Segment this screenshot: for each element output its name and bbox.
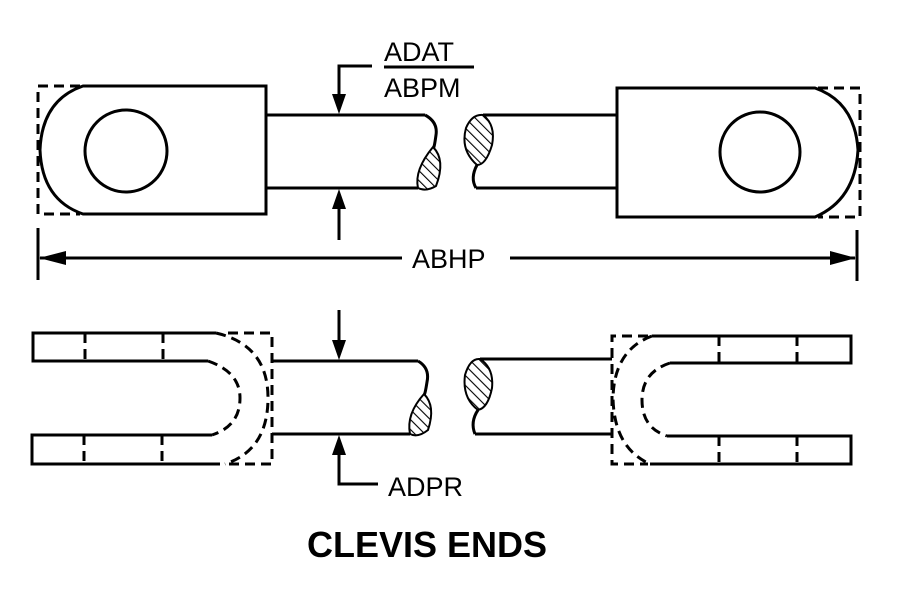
left-eye-phantom-corner: [36, 84, 80, 216]
left-clevis: [30, 331, 274, 466]
rod-break-curve: [417, 359, 430, 397]
rod-break-hatch: [416, 145, 442, 191]
leader-line: [337, 64, 372, 98]
right-rod-top: [463, 113, 617, 190]
label-adat: ADAT: [384, 37, 454, 67]
right-clevis-phantom-box: [610, 334, 648, 466]
left-eye-end: [36, 84, 268, 216]
rod-break-hatch: [408, 392, 433, 437]
left-clevis-lower-prong: [30, 433, 220, 466]
rod-diameter-dimension: ADAT ABPM: [332, 37, 474, 240]
arrow-down-icon: [332, 340, 346, 360]
arrow-left-icon: [39, 251, 66, 265]
rod-break-curve: [471, 409, 480, 435]
label-abpm: ABPM: [384, 73, 461, 103]
left-clevis-outer-arc: [215, 331, 270, 466]
left-rod-side: [272, 359, 433, 437]
right-clevis-outer-arc: [611, 334, 653, 466]
right-clevis-upper-prong: [652, 334, 853, 365]
rod-break-curve: [424, 113, 438, 150]
left-clevis-upper-prong: [31, 331, 216, 363]
diagram-title: CLEVIS ENDS: [307, 524, 547, 565]
label-abhp: ABHP: [412, 244, 486, 274]
right-clevis-lower-prong: [650, 434, 853, 466]
label-adpr: ADPR: [388, 472, 463, 502]
right-eye-body: [615, 86, 860, 219]
arrow-down-icon: [332, 94, 346, 114]
overall-length-dimension: ABHP: [36, 228, 859, 281]
left-rod-top: [266, 113, 442, 191]
left-eye-hole: [83, 108, 169, 194]
clevis-rod-diameter-dimension: ADPR: [332, 310, 463, 502]
right-clevis-inner-arc: [640, 361, 671, 438]
left-clevis-phantom-box: [226, 331, 274, 466]
right-eye-phantom-corner: [818, 86, 862, 219]
right-eye-end: [615, 86, 862, 219]
side-view: ADPR: [30, 310, 853, 502]
right-eye-hole: [718, 110, 802, 194]
left-eye-body: [38, 84, 268, 216]
right-clevis: [610, 334, 853, 466]
left-clevis-inner-arc: [207, 359, 242, 437]
leader-line: [337, 452, 378, 486]
rod-break-hatch: [463, 113, 494, 167]
right-rod-side: [463, 357, 612, 436]
rod-break-hatch: [463, 357, 494, 412]
rod-break-curve: [471, 164, 479, 189]
arrow-up-icon: [332, 435, 346, 455]
arrow-up-icon: [332, 189, 346, 209]
arrow-right-icon: [830, 251, 856, 265]
top-view: ADAT ABPM ABHP: [36, 37, 862, 281]
